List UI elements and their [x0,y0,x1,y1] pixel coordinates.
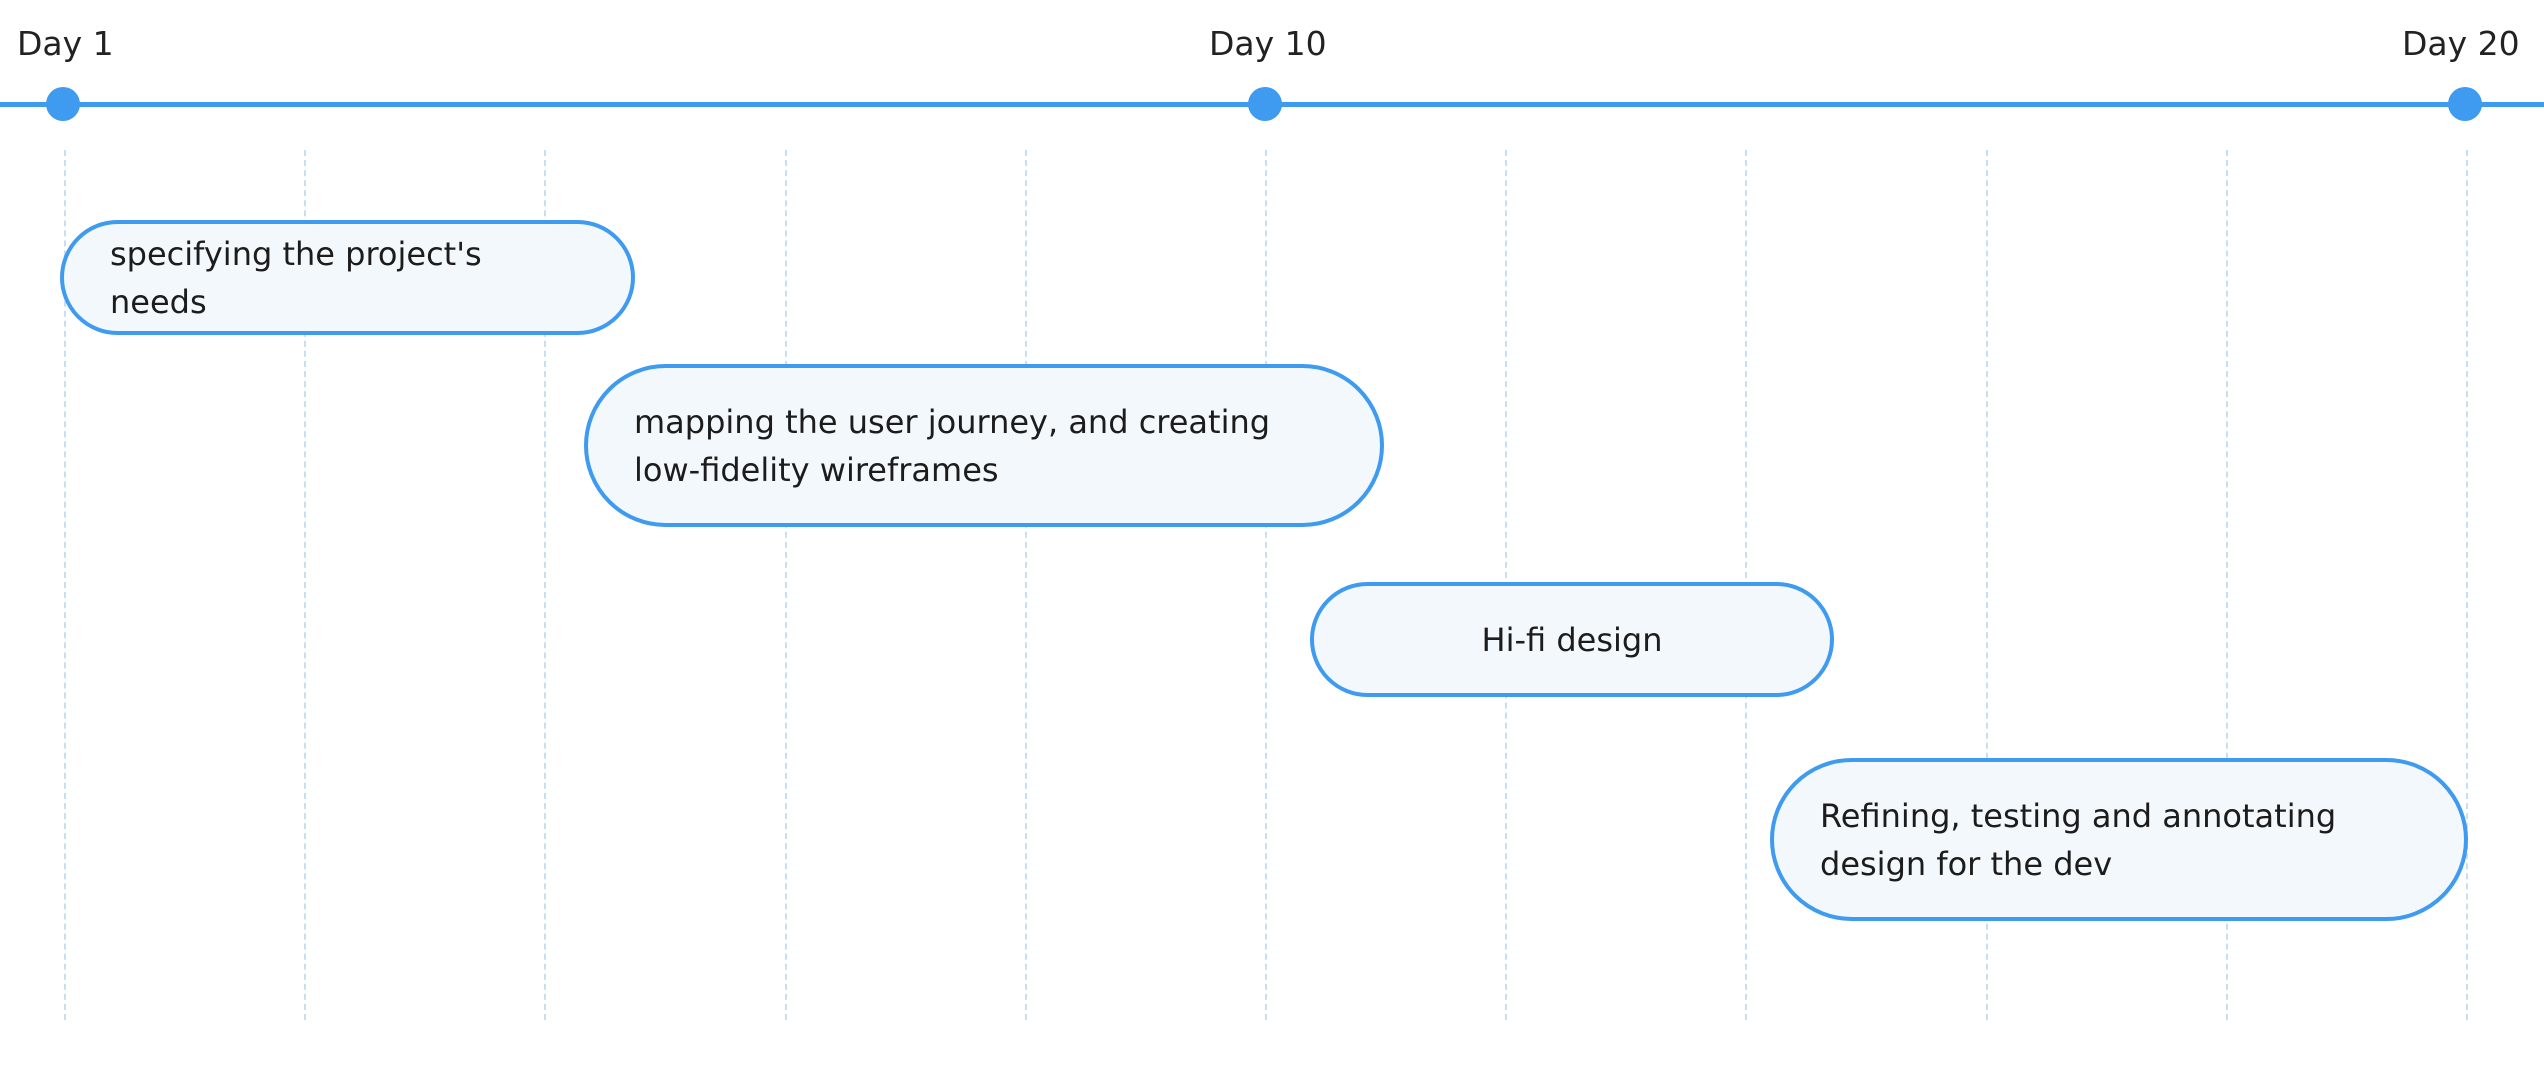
task-label: Refining, testing and annotating design … [1820,796,2337,883]
gridline [304,150,306,1020]
gridline [544,150,546,1020]
task-label: mapping the user journey, and creating l… [634,402,1271,489]
milestone-dot-day-20 [2448,87,2482,121]
task-pill-hifi-design: Hi-fi design [1310,582,1834,697]
gridline [2466,150,2468,1020]
gridline [1025,150,1027,1020]
gridline [785,150,787,1020]
milestone-dot-day-1 [46,87,80,121]
gridline [64,150,66,1020]
task-pill-refining: Refining, testing and annotating design … [1770,758,2468,921]
milestone-label-day-20: Day 20 [2402,24,2520,63]
task-label: Hi-fi design [1481,620,1663,659]
task-label: specifying the project's needs [110,234,482,321]
milestone-dot-day-10 [1248,87,1282,121]
gridline [1986,150,1988,1020]
task-pill-project-needs: specifying the project's needs [60,220,635,335]
milestone-label-day-10: Day 10 [1209,24,1327,63]
task-pill-user-journey: mapping the user journey, and creating l… [584,364,1384,527]
milestone-label-day-1: Day 1 [17,24,114,63]
gridline [2226,150,2228,1020]
gridline [1265,150,1267,1020]
